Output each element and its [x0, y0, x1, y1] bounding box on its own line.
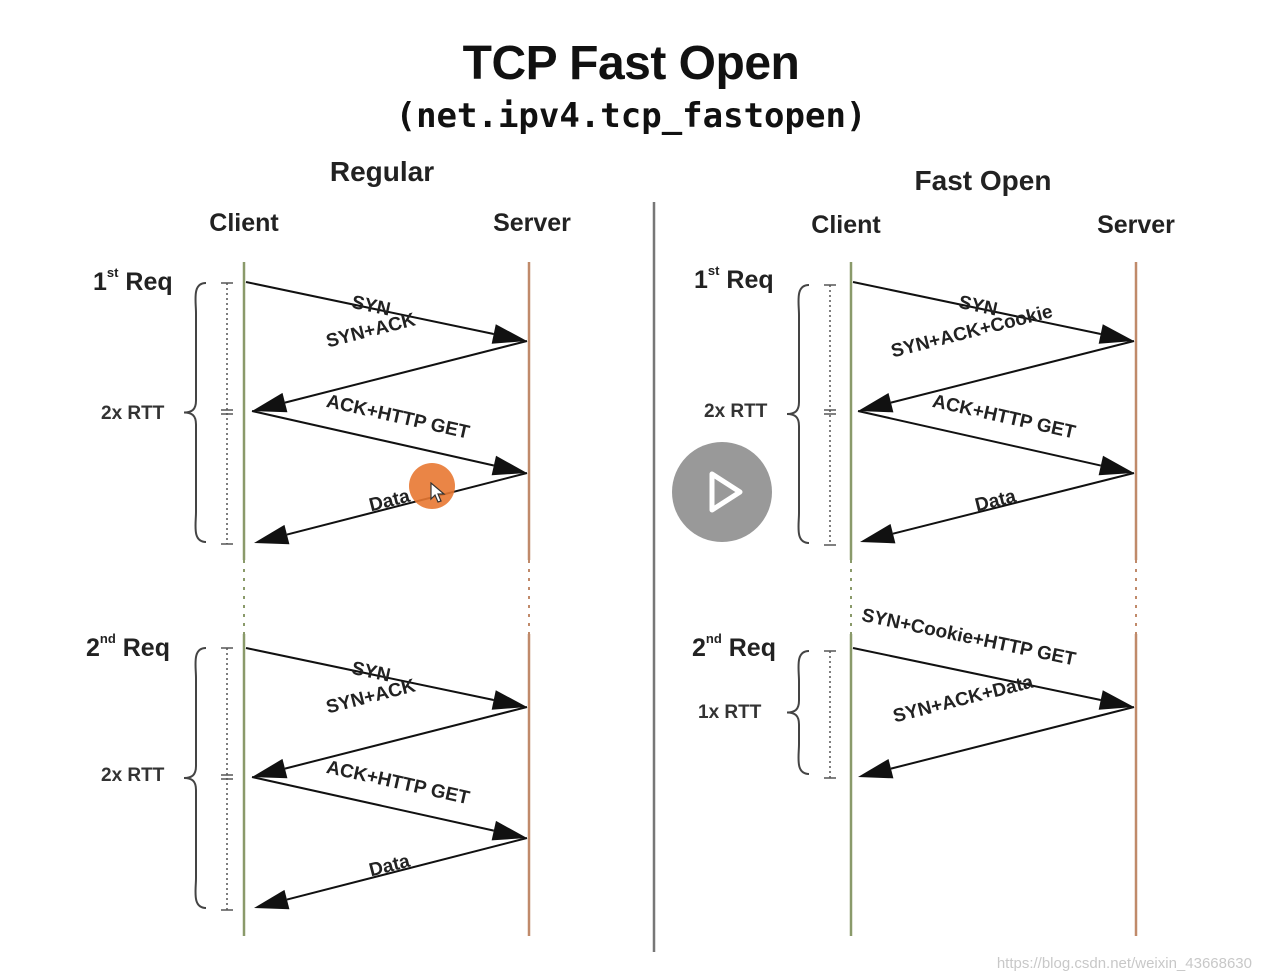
fastopen-arrow-3: [857, 410, 1102, 467]
play-icon: [709, 471, 743, 513]
regular-req2-label: 2nd Req: [86, 630, 170, 662]
fastopen-arrow-4: [892, 472, 1135, 535]
regular-arrow-5: [245, 647, 494, 701]
fastopen-req2-brace: [786, 650, 810, 775]
watermark: https://blog.csdn.net/weixin_43668630: [996, 955, 1252, 972]
fastopen-client-label: Client: [811, 211, 881, 239]
regular-client-label: Client: [209, 209, 279, 237]
fastopen-req2-rtt: 1x RTT: [698, 702, 762, 723]
regular-arrowhead-5: [491, 690, 527, 710]
regular-arrowhead-7: [491, 820, 527, 841]
fastopen-arrow-6: [890, 706, 1135, 770]
regular-arrowhead-1: [491, 324, 527, 344]
regular-req1-label: 1st Req: [93, 264, 173, 296]
regular-arrowhead-3: [491, 455, 527, 476]
fastopen-arrowhead-6: [858, 758, 894, 779]
fastopen-arrow-5: [852, 647, 1101, 701]
fastopen-arrowhead-4: [860, 523, 896, 544]
play-button[interactable]: [672, 442, 772, 542]
slide-title: TCP Fast Open: [462, 37, 800, 90]
fastopen-arrowhead-2: [858, 392, 894, 413]
fastopen-server-label: Server: [1097, 211, 1175, 239]
regular-arrow-4: [286, 472, 528, 536]
regular-heading: Regular: [329, 156, 435, 187]
regular-arrowhead-2: [252, 392, 288, 413]
regular-arrowhead-8: [254, 889, 290, 910]
fastopen-req1-brace: [786, 284, 810, 544]
regular-req2-rtt: 2x RTT: [101, 765, 165, 786]
regular-arrowhead-4: [254, 524, 290, 545]
regular-arrow-7: [251, 776, 495, 832]
regular-arrow-2: [284, 340, 528, 404]
regular-arrow-1: [245, 281, 494, 335]
regular-arrow-3: [251, 410, 495, 467]
fastopen-arrow-1: [852, 281, 1101, 335]
fastopen-req1-label: 1st Req: [694, 262, 774, 294]
fastopen-heading: Fast Open: [914, 165, 1052, 196]
fastopen-req2-label: 2nd Req: [692, 630, 776, 662]
fastopen-req1-rtt: 2x RTT: [704, 401, 768, 422]
regular-arrowhead-6: [252, 758, 288, 779]
regular-req2-brace: [183, 647, 207, 909]
fastopen-arrow-2: [890, 340, 1135, 404]
regular-arrow-6: [284, 706, 528, 770]
cursor-icon: [430, 482, 446, 503]
regular-req1-brace: [183, 282, 207, 543]
regular-arrow-8: [286, 837, 528, 901]
fastopen-arrowhead-5: [1098, 690, 1134, 710]
regular-req1-rtt: 2x RTT: [101, 403, 165, 424]
fastopen-arrowhead-3: [1098, 455, 1134, 476]
regular-server-label: Server: [493, 209, 571, 237]
fastopen-arrowhead-1: [1098, 324, 1134, 344]
slide-subtitle: (net.ipv4.tcp_fastopen): [395, 96, 867, 136]
